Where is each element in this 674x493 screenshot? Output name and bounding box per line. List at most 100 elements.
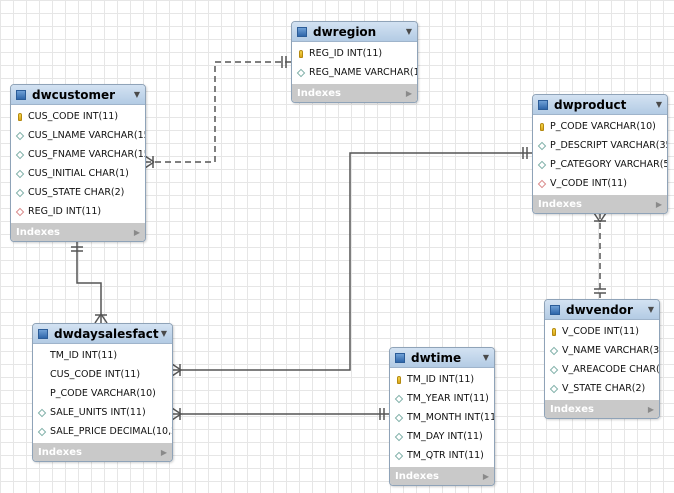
- column-label: CUS_INITIAL CHAR(1): [28, 168, 129, 179]
- column-list: CUS_CODE INT(11) CUS_LNAME VARCHAR(15) CUS…: [11, 105, 145, 223]
- indexes-bar[interactable]: Indexes ▶: [390, 467, 494, 485]
- indexes-label: Indexes: [395, 470, 439, 482]
- table-header[interactable]: dwdaysalesfact▼: [33, 324, 172, 344]
- column-label: TM_DAY INT(11): [407, 431, 483, 442]
- relationship-product-vendor: [593, 212, 607, 298]
- column-label: P_DESCRIPT VARCHAR(35): [550, 140, 668, 151]
- collapse-arrow-icon[interactable]: ▼: [405, 27, 412, 36]
- column-label: REG_ID INT(11): [309, 48, 383, 59]
- column-row[interactable]: TM_DAY INT(11): [390, 427, 494, 446]
- column-row[interactable]: TM_QTR INT(11): [390, 446, 494, 465]
- column-diamond-icon: [549, 346, 559, 355]
- collapse-arrow-icon[interactable]: ▼: [160, 329, 167, 338]
- column-label: P_CATEGORY VARCHAR(5): [550, 159, 668, 170]
- indexes-bar[interactable]: Indexes ▶: [533, 195, 667, 213]
- indexes-bar[interactable]: Indexes▶: [292, 84, 417, 102]
- column-row[interactable]: V_STATE CHAR(2): [545, 379, 659, 398]
- table-dwtime[interactable]: dwtime ▼ TM_ID INT(11) TM_YEAR INT(11) TM_MO…: [389, 347, 495, 486]
- expand-arrow-icon[interactable]: ▶: [405, 88, 412, 98]
- column-diamond-icon: [15, 169, 25, 178]
- column-list: TM_ID INT(11) CUS_CODE INT(11) P_CODE VARC…: [33, 344, 172, 443]
- table-header[interactable]: dwvendor ▼: [545, 300, 659, 320]
- table-header[interactable]: dwregion ▼: [292, 22, 417, 42]
- table-header[interactable]: dwtime ▼: [390, 348, 494, 368]
- column-row[interactable]: REG_ID INT(11): [11, 202, 145, 221]
- column-label: CUS_STATE CHAR(2): [28, 187, 125, 198]
- column-row[interactable]: CUS_CODE INT(11): [33, 365, 172, 384]
- indexes-label: Indexes: [550, 403, 594, 415]
- column-row[interactable]: P_CODE VARCHAR(10): [33, 384, 172, 403]
- column-diamond-icon: [394, 413, 404, 422]
- expand-arrow-icon[interactable]: ▶: [647, 404, 654, 414]
- column-row[interactable]: REG_NAME VARCHAR(10): [292, 63, 417, 82]
- table-dwdaysalesfact[interactable]: dwdaysalesfact▼ TM_ID INT(11) CUS_CODE INT…: [32, 323, 173, 462]
- column-row[interactable]: TM_ID INT(11): [33, 346, 172, 365]
- column-label: TM_ID INT(11): [407, 374, 475, 385]
- indexes-bar[interactable]: Indexes▶: [11, 223, 145, 241]
- column-label: CUS_CODE INT(11): [50, 369, 141, 380]
- indexes-bar[interactable]: Indexes ▶: [545, 400, 659, 418]
- column-row[interactable]: TM_ID INT(11): [390, 370, 494, 389]
- column-row[interactable]: SALE_PRICE DECIMAL(10,2): [33, 422, 172, 441]
- column-list: REG_ID INT(11) REG_NAME VARCHAR(10): [292, 42, 417, 84]
- column-diamond-icon: [15, 188, 25, 197]
- table-name: dwvendor: [566, 302, 633, 317]
- relationship-salesfact-time: [171, 407, 389, 421]
- column-label: V_CODE INT(11): [562, 326, 639, 337]
- column-diamond-icon: [37, 408, 47, 417]
- column-row[interactable]: CUS_LNAME VARCHAR(15): [11, 126, 145, 145]
- table-header[interactable]: dwcustomer▼: [11, 85, 145, 105]
- table-name: dwproduct: [554, 97, 627, 112]
- primary-key-icon: [15, 112, 25, 121]
- column-row[interactable]: V_AREACODE CHAR(3): [545, 360, 659, 379]
- table-icon: [550, 304, 560, 315]
- column-row[interactable]: V_CODE INT(11): [545, 322, 659, 341]
- column-label: TM_MONTH INT(11): [407, 412, 495, 423]
- column-list: P_CODE VARCHAR(10) P_DESCRIPT VARCHAR(35)…: [533, 115, 667, 195]
- column-row[interactable]: V_NAME VARCHAR(35): [545, 341, 659, 360]
- collapse-arrow-icon[interactable]: ▼: [482, 353, 489, 362]
- table-header[interactable]: dwproduct ▼: [533, 95, 667, 115]
- column-label: TM_YEAR INT(11): [407, 393, 489, 404]
- column-label: CUS_LNAME VARCHAR(15): [28, 130, 146, 141]
- column-row[interactable]: SALE_UNITS INT(11): [33, 403, 172, 422]
- column-diamond-icon: [537, 160, 547, 169]
- table-dwvendor[interactable]: dwvendor ▼ V_CODE INT(11) V_NAME VARCHAR(35…: [544, 299, 660, 419]
- collapse-arrow-icon[interactable]: ▼: [133, 90, 140, 99]
- expand-arrow-icon[interactable]: ▶: [133, 227, 140, 237]
- column-diamond-icon: [549, 384, 559, 393]
- indexes-bar[interactable]: Indexes▶: [33, 443, 172, 461]
- column-row[interactable]: TM_YEAR INT(11): [390, 389, 494, 408]
- column-row[interactable]: REG_ID INT(11): [292, 44, 417, 63]
- column-label: REG_NAME VARCHAR(10): [309, 67, 418, 78]
- primary-key-icon: [549, 327, 559, 336]
- column-row[interactable]: P_CATEGORY VARCHAR(5): [533, 155, 667, 174]
- table-name: dwregion: [313, 24, 377, 39]
- column-row[interactable]: CUS_CODE INT(11): [11, 107, 145, 126]
- column-diamond-icon: [394, 432, 404, 441]
- table-dwproduct[interactable]: dwproduct ▼ P_CODE VARCHAR(10) P_DESCRIPT V…: [532, 94, 668, 214]
- table-dwcustomer[interactable]: dwcustomer▼ CUS_CODE INT(11) CUS_LNAME VAR…: [10, 84, 146, 242]
- column-row[interactable]: P_DESCRIPT VARCHAR(35): [533, 136, 667, 155]
- primary-key-icon: [394, 375, 404, 384]
- column-label: REG_ID INT(11): [28, 206, 102, 217]
- collapse-arrow-icon[interactable]: ▼: [647, 305, 654, 314]
- column-row[interactable]: P_CODE VARCHAR(10): [533, 117, 667, 136]
- column-row[interactable]: CUS_INITIAL CHAR(1): [11, 164, 145, 183]
- table-name: dwtime: [411, 350, 462, 365]
- collapse-arrow-icon[interactable]: ▼: [655, 100, 662, 109]
- indexes-label: Indexes: [538, 198, 582, 210]
- column-label: P_CODE VARCHAR(10): [50, 388, 156, 399]
- table-dwregion[interactable]: dwregion ▼ REG_ID INT(11) REG_NAME VARCHAR(…: [291, 21, 418, 103]
- relationship-salesfact-product: [171, 147, 532, 377]
- column-row[interactable]: CUS_FNAME VARCHAR(15): [11, 145, 145, 164]
- expand-arrow-icon[interactable]: ▶: [482, 471, 489, 481]
- expand-arrow-icon[interactable]: ▶: [655, 199, 662, 209]
- column-row[interactable]: TM_MONTH INT(11): [390, 408, 494, 427]
- column-row[interactable]: V_CODE INT(11): [533, 174, 667, 193]
- expand-arrow-icon[interactable]: ▶: [160, 447, 167, 457]
- column-label: TM_QTR INT(11): [407, 450, 484, 461]
- column-diamond-icon: [296, 68, 306, 77]
- column-row[interactable]: CUS_STATE CHAR(2): [11, 183, 145, 202]
